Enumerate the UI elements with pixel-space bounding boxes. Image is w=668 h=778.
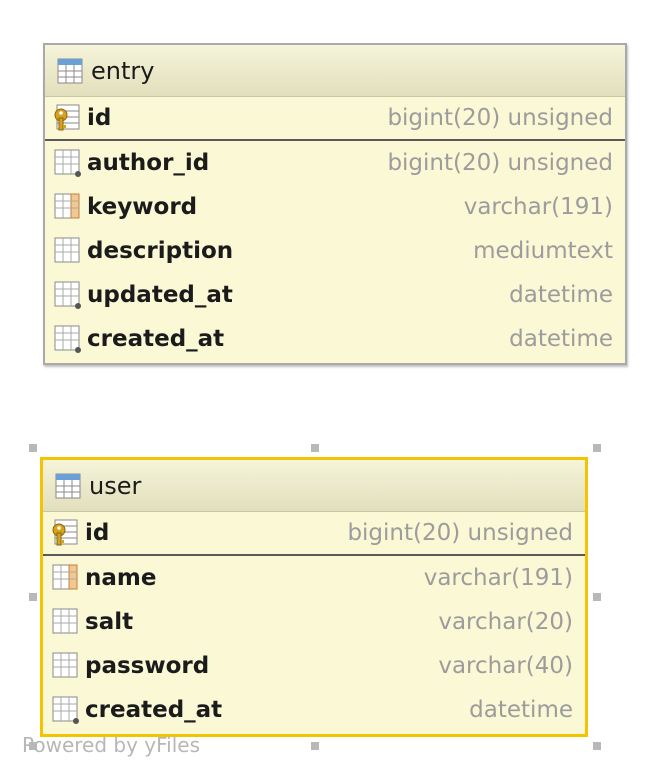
column-name: updated_at <box>87 282 233 308</box>
column-row[interactable]: name varchar(191) <box>43 556 585 600</box>
column-icon <box>51 607 81 637</box>
powered-by-label: Powered by yFiles <box>22 733 200 757</box>
resize-handle[interactable] <box>593 444 601 452</box>
column-dot-icon <box>53 280 83 310</box>
column-name: id <box>87 105 112 131</box>
column-name: salt <box>85 609 134 635</box>
column-row[interactable]: description mediumtext <box>45 229 625 273</box>
column-type: bigint(20) unsigned <box>387 105 613 131</box>
column-icon <box>53 236 83 266</box>
column-dot-icon <box>51 695 81 725</box>
column-name: description <box>87 238 234 264</box>
resize-handle[interactable] <box>593 742 601 750</box>
resize-handle[interactable] <box>311 444 319 452</box>
column-type: datetime <box>469 697 573 723</box>
column-type: mediumtext <box>473 238 613 264</box>
entry-table-header[interactable]: entry <box>45 45 625 97</box>
key-icon <box>53 103 83 133</box>
column-name: password <box>85 653 210 679</box>
resize-handle[interactable] <box>311 742 319 750</box>
user-table-header[interactable]: user <box>43 460 585 512</box>
resize-handle[interactable] <box>29 742 37 750</box>
column-type: varchar(40) <box>438 653 573 679</box>
resize-handle[interactable] <box>29 593 37 601</box>
column-name: created_at <box>87 326 225 352</box>
column-row[interactable]: created_at datetime <box>45 317 625 361</box>
table-icon <box>57 58 83 84</box>
column-row[interactable]: salt varchar(20) <box>43 600 585 644</box>
column-type: bigint(20) unsigned <box>347 520 573 546</box>
column-row[interactable]: keyword varchar(191) <box>45 185 625 229</box>
column-icon <box>51 651 81 681</box>
user-table-node[interactable]: user id bigint(20) unsigned <box>40 457 588 737</box>
column-row[interactable]: created_at datetime <box>43 688 585 732</box>
column-indexed-icon <box>53 192 83 222</box>
column-type: varchar(191) <box>423 565 573 591</box>
table-icon <box>55 473 81 499</box>
column-name: name <box>85 565 157 591</box>
column-row[interactable]: password varchar(40) <box>43 644 585 688</box>
column-row[interactable]: author_id bigint(20) unsigned <box>45 141 625 185</box>
column-name: author_id <box>87 150 210 176</box>
column-name: id <box>85 520 110 546</box>
column-name: keyword <box>87 194 198 220</box>
column-row[interactable]: id bigint(20) unsigned <box>45 97 625 141</box>
column-name: created_at <box>85 697 223 723</box>
column-dot-icon <box>53 324 83 354</box>
resize-handle[interactable] <box>593 593 601 601</box>
column-type: datetime <box>509 326 613 352</box>
table-title: entry <box>91 56 155 85</box>
column-indexed-icon <box>51 563 81 593</box>
key-icon <box>51 518 81 548</box>
entry-table-node[interactable]: entry id bigint(20) unsigned <box>43 43 627 365</box>
column-type: bigint(20) unsigned <box>387 150 613 176</box>
resize-handle[interactable] <box>29 444 37 452</box>
column-type: varchar(20) <box>438 609 573 635</box>
column-type: varchar(191) <box>463 194 613 220</box>
column-row[interactable]: id bigint(20) unsigned <box>43 512 585 556</box>
column-row[interactable]: updated_at datetime <box>45 273 625 317</box>
column-fk-icon <box>53 148 83 178</box>
column-type: datetime <box>509 282 613 308</box>
table-title: user <box>89 471 142 500</box>
